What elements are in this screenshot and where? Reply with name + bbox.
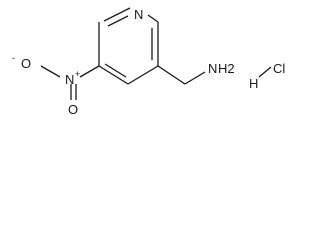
bond-c4-c5-inner: [104, 63, 127, 78]
nitro-oxygen-bottom-label: O: [68, 102, 78, 117]
bond-nitro-n-o-top: [40, 65, 61, 78]
nitro-oxygen-top-label: O: [21, 56, 31, 71]
nitro-nitrogen-charge: +: [75, 69, 80, 79]
amine-h2-label: H2: [218, 61, 235, 76]
structure-diagram: N N + O - O N H2 H Cl: [12, 7, 285, 117]
nitro-nitrogen-label: N: [65, 72, 74, 87]
bond-n1-c2: [147, 14, 159, 23]
bond-c6-n1-inner: [107, 15, 129, 27]
bond-c5-nitro-n: [79, 65, 100, 78]
salt-cl-label: Cl: [273, 61, 285, 76]
salt-h-label: H: [249, 76, 258, 91]
nitro-oxygen-top-charge: -: [12, 53, 15, 63]
bond-c3-c4: [127, 65, 159, 85]
bond-c2-ch2: [157, 65, 186, 85]
bond-c6-n1: [103, 7, 131, 22]
amine-n-label: N: [208, 61, 217, 76]
bond-h-cl: [258, 66, 272, 78]
ring-nitrogen-label: N: [134, 7, 143, 22]
bond-c4-c5: [98, 65, 129, 85]
bond-ch2-nh2: [184, 71, 206, 85]
